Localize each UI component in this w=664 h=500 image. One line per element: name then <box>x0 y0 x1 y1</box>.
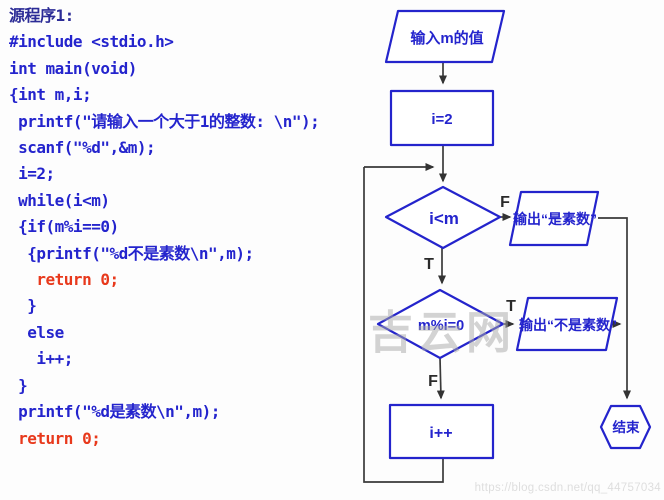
flow-node-out-notprime-label: 输出“不是素数” <box>519 317 617 333</box>
code-line-while: while(i<m) <box>9 190 110 210</box>
connector-outprime-to-end <box>598 217 631 400</box>
code-line-printf-prompt: printf("请输入一个大于1的整数: \n"); <box>9 111 320 131</box>
branch-label-cond1-false: F <box>500 194 510 211</box>
connector-cond2-false <box>436 357 445 400</box>
code-line-printf-prime: printf("%d是素数\n",m); <box>9 402 220 422</box>
code-line-increment: i++; <box>9 349 73 369</box>
flow-node-increment: i++ <box>388 403 495 460</box>
flow-node-cond1: i<m <box>384 185 502 250</box>
code-line-include: #include <stdio.h> <box>9 32 174 52</box>
flow-node-cond2-label: m%i=0 <box>418 318 464 334</box>
code-line-main: int main(void) <box>9 58 137 78</box>
flow-node-input: 输入m的值 <box>384 9 506 64</box>
branch-label-cond2-true: T <box>506 298 516 315</box>
code-line-printf-notprime: {printf("%d不是素数\n",m); <box>9 243 254 263</box>
code-line-if: {if(m%i==0) <box>9 217 119 237</box>
code-line-decl: {int m,i; <box>9 85 92 105</box>
code-line-else: else <box>9 322 64 342</box>
flow-node-end-label: 结束 <box>613 419 641 435</box>
source-code-panel: 源程序1: #include <stdio.h> int main(void) … <box>9 3 359 452</box>
code-line-title: 源程序1: <box>9 6 74 25</box>
flow-node-end: 结束 <box>599 404 652 450</box>
flow-node-increment-label: i++ <box>429 425 452 442</box>
flow-node-out-prime: 输出“是素数” <box>508 190 600 247</box>
flow-node-init-label: i=2 <box>431 111 452 128</box>
branch-label-cond1-true: T <box>424 256 434 273</box>
code-line-scanf: scanf("%d",&m); <box>9 138 156 158</box>
connector-loopback <box>363 167 444 483</box>
flow-node-cond1-label: i<m <box>429 209 459 228</box>
code-line-return0: return 0; <box>9 270 119 290</box>
flow-node-out-notprime: 输出“不是素数” <box>515 296 619 352</box>
branch-label-cond2-false: F <box>428 373 438 390</box>
flow-node-out-prime-label: 输出“是素数” <box>513 211 597 227</box>
flow-node-cond2: m%i=0 <box>376 288 505 360</box>
code-line-init-i: i=2; <box>9 164 55 184</box>
flow-node-init: i=2 <box>389 89 495 147</box>
code-line-brace2: } <box>9 375 28 395</box>
url-watermark: https://blog.csdn.net/qq_44757034 <box>474 482 661 494</box>
code-line-return-final: return 0; <box>9 428 101 448</box>
code-line-brace1: } <box>9 296 37 316</box>
flow-node-input-label: 输入m的值 <box>410 29 483 47</box>
